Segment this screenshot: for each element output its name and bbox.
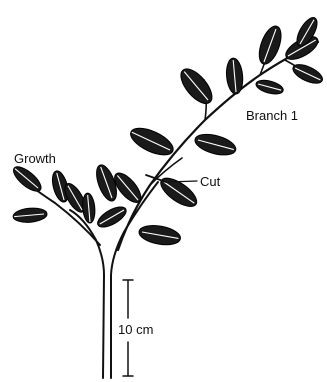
cut-label: Cut xyxy=(200,174,221,189)
leaves xyxy=(10,15,325,248)
leaf xyxy=(255,23,286,67)
growth-label: Growth xyxy=(14,151,56,166)
leaf xyxy=(137,223,181,248)
branch-1-label: Branch 1 xyxy=(246,108,298,123)
leaf xyxy=(95,203,130,231)
leaf xyxy=(193,131,238,159)
leaf xyxy=(81,193,96,224)
leaf xyxy=(127,123,177,161)
measurement-label: 10 cm xyxy=(118,322,153,337)
leaf xyxy=(225,57,244,94)
leaf xyxy=(156,173,201,212)
leaf xyxy=(10,163,45,196)
leaf xyxy=(290,61,325,87)
leaf xyxy=(175,64,217,109)
leaf xyxy=(255,78,285,97)
leaf xyxy=(13,207,48,224)
